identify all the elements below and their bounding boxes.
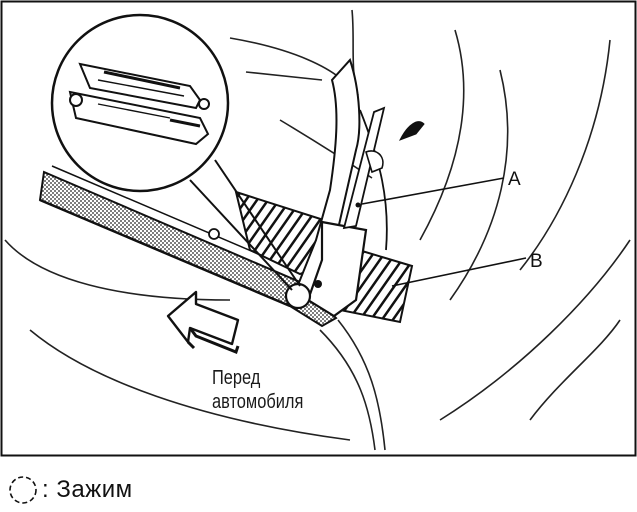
legend-text: : Зажим (42, 476, 133, 503)
front-direction-caption: Перед автомобиля (212, 366, 343, 414)
front-caption-line-2: автомобиля (212, 391, 304, 413)
zoom-line-left (189, 179, 293, 291)
leader-b (391, 257, 527, 287)
seatbelt-strap (342, 106, 386, 230)
pillar-dot (355, 202, 361, 208)
pillar-screw (314, 280, 322, 288)
legend: : Зажим (6, 470, 133, 510)
front-arrow-icon (166, 290, 240, 354)
pillar-hook (398, 121, 425, 141)
sill-edge (39, 198, 291, 308)
front-caption-line-1: Перед (212, 367, 261, 389)
leader-a (361, 177, 505, 205)
zoom-inset (50, 13, 230, 193)
pillar-notch (365, 150, 384, 174)
pillar-lower-plate (306, 220, 368, 318)
clip-symbol-icon (6, 473, 40, 507)
callout-label-b: B (530, 251, 543, 272)
pillar-inner-edge (359, 109, 388, 251)
sill-clip-small (208, 228, 220, 240)
callout-label-a: A (508, 169, 521, 190)
zoom-line-right (214, 159, 301, 287)
diagram-frame (0, 0, 637, 457)
figure-border (0, 0, 637, 457)
